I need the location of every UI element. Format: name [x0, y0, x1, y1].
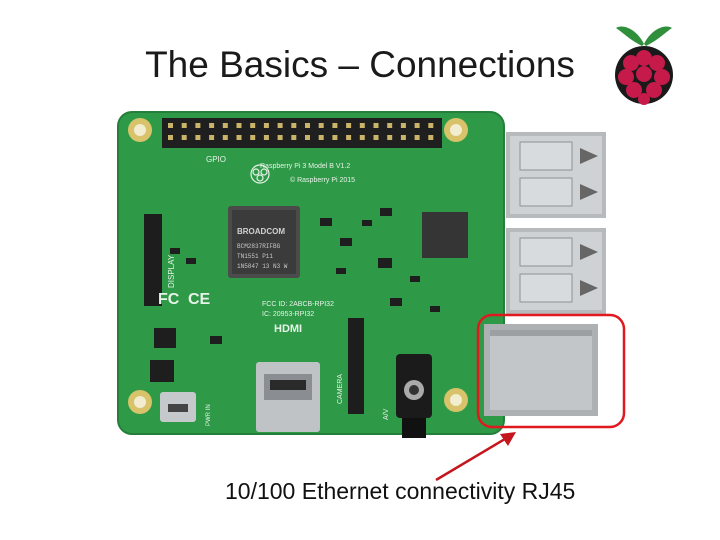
copyright-label: © Raspberry Pi 2015: [290, 176, 355, 184]
gpio-pin: [263, 135, 269, 140]
gpio-header: [162, 118, 442, 148]
gpio-pin: [414, 135, 420, 140]
soc-line-3: 1N5847 13 N3 W: [237, 263, 288, 270]
gpio-pin: [168, 135, 173, 140]
gpio-pin: [359, 135, 365, 140]
raspberry-logo-icon: [615, 26, 673, 105]
gpio-pin: [195, 135, 201, 140]
gpio-pin: [332, 123, 338, 128]
small-components: [150, 208, 440, 382]
gpio-pin: [181, 135, 187, 140]
fcc-label: FCC ID: 2ABCB-RPI32: [262, 301, 334, 308]
gpio-pin: [250, 135, 256, 140]
gpio-pin: [305, 123, 310, 128]
soc-label: BROADCOM: [237, 227, 285, 236]
usb-ethernet-chip: [422, 212, 468, 258]
av-label: A/V: [383, 408, 390, 420]
gpio-pin: [387, 135, 393, 140]
gpio-pin: [318, 123, 324, 128]
gpio-pin: [373, 123, 379, 128]
gpio-pin: [332, 135, 338, 140]
gpio-pin: [318, 135, 324, 140]
gpio-pin: [359, 123, 365, 128]
gpio-pin: [263, 123, 269, 128]
hdmi-port: [256, 362, 320, 432]
gpio-label: GPIO: [206, 155, 226, 164]
micro-usb-port: [160, 392, 196, 422]
gpio-pin: [346, 123, 352, 128]
ic-label: IC: 20953-RPI32: [262, 311, 314, 318]
ethernet-port: [484, 324, 598, 416]
gpio-pin: [222, 135, 228, 140]
soc-line-1: BCM2837RIFBG: [237, 243, 281, 250]
display-connector: [144, 214, 162, 306]
fc-mark: FC: [158, 291, 180, 308]
gpio-pin: [168, 123, 173, 128]
silkscreen-logo: [250, 164, 270, 184]
usb-port-lower: [506, 228, 606, 314]
gpio-pin: [222, 123, 228, 128]
usb-port-upper: [506, 132, 606, 218]
ethernet-caption: 10/100 Ethernet connectivity RJ45: [225, 478, 576, 504]
audio-jack: [396, 354, 432, 438]
gpio-pin: [236, 135, 242, 140]
gpio-pin: [209, 135, 215, 140]
gpio-pin: [181, 123, 187, 128]
gpio-pin: [305, 135, 310, 140]
gpio-pin: [428, 123, 434, 128]
gpio-pin: [387, 123, 393, 128]
gpio-pin: [428, 135, 434, 140]
ce-mark: CE: [188, 291, 211, 308]
gpio-pin: [291, 135, 297, 140]
pcb: [118, 112, 504, 434]
display-label: DISPLAY: [167, 254, 176, 288]
gpio-pin: [291, 123, 297, 128]
mounting-holes: [128, 118, 468, 414]
camera-label: CAMERA: [337, 374, 344, 404]
soc-chip: BROADCOM BCM2837RIFBG TN1551 P11 1N5847 …: [228, 206, 300, 278]
camera-connector: [348, 318, 364, 414]
gpio-pin: [209, 123, 215, 128]
gpio-pin: [400, 123, 406, 128]
gpio-pin: [414, 123, 420, 128]
model-label: Raspberry Pi 3 Model B V1.2: [260, 163, 350, 170]
gpio-pin: [250, 123, 256, 128]
gpio-pin: [236, 123, 242, 128]
soc-line-2: TN1551 P11: [237, 253, 273, 260]
pwr-label: PWR IN: [206, 404, 212, 426]
hdmi-silk-label: HDMI: [274, 323, 302, 335]
slide-title: The Basics – Connections: [145, 44, 575, 85]
gpio-pin: [346, 135, 352, 140]
gpio-pin: [373, 135, 379, 140]
gpio-pin: [277, 123, 283, 128]
gpio-pin: [277, 135, 283, 140]
gpio-pin: [195, 123, 201, 128]
gpio-pin: [400, 135, 406, 140]
raspberry-pi-board: GPIO Raspberry Pi 3 Model B V1.2 © Raspb…: [117, 111, 606, 438]
